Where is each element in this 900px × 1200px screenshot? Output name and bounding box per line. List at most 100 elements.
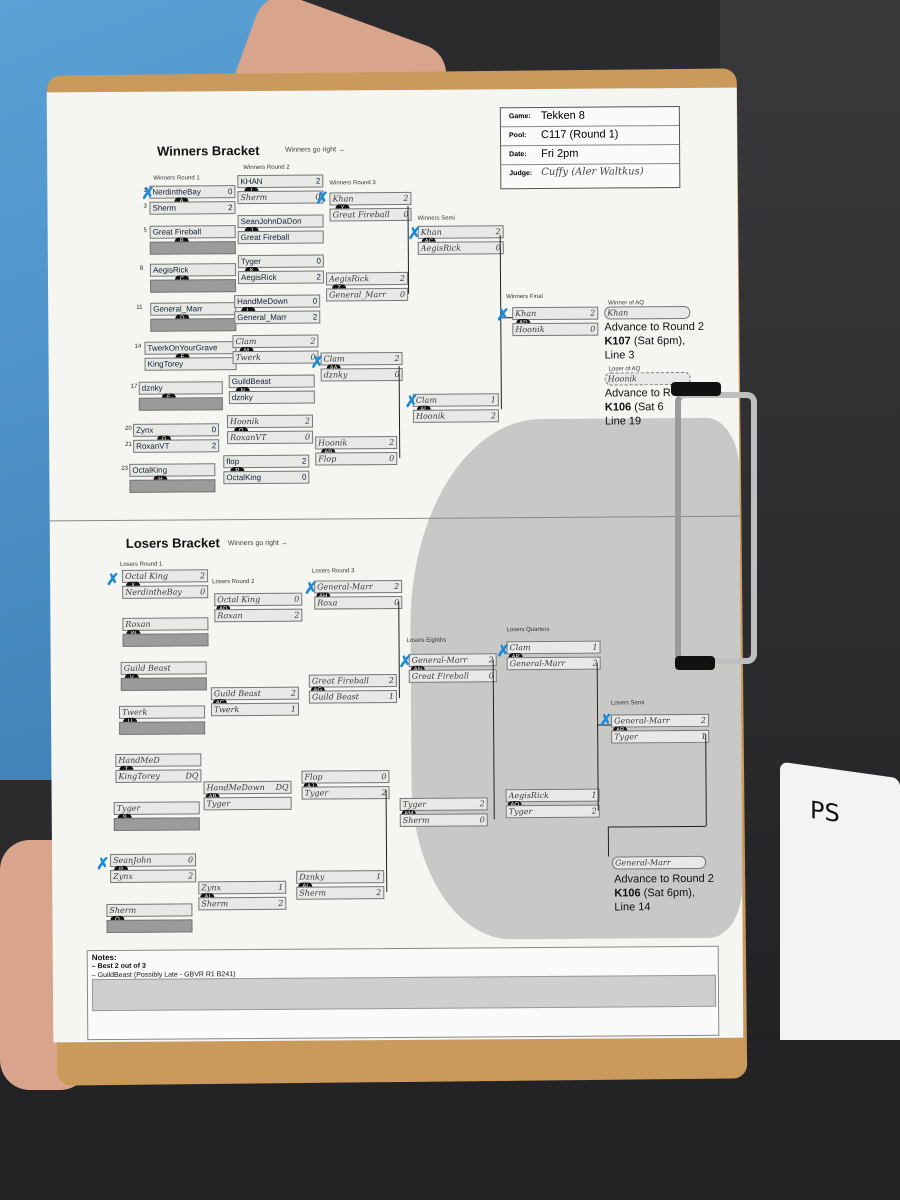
bye-slot xyxy=(122,633,209,647)
bye-slot xyxy=(149,241,236,255)
bye-slot xyxy=(150,318,237,332)
advance-slot[interactable]: Khan xyxy=(604,305,691,320)
bye-slot xyxy=(129,479,216,493)
advance-info-winner: Advance to Round 2 K107 (Sat 6pm), Line … xyxy=(604,320,705,362)
round-label: Losers Quarters xyxy=(506,626,550,634)
advance-info-losers: Advance to Round 2 K106 (Sat 6pm), Line … xyxy=(614,872,714,914)
round-label: Winners Final xyxy=(506,293,543,301)
bracket-sheet: Winners Bracket Winners go right → Game:… xyxy=(46,87,744,1043)
bracket-line xyxy=(607,826,610,857)
player-slot[interactable]: OctalKing xyxy=(129,463,216,477)
bye-slot xyxy=(150,279,237,293)
x-mark: ✗ xyxy=(304,580,318,598)
bye-slot xyxy=(138,397,223,411)
info-row-judge: Judge: Cuffy (Aler Waltkus) xyxy=(509,166,644,178)
round-label: Losers Round 1 xyxy=(119,561,163,568)
round-label: Winners Semi xyxy=(417,215,455,222)
player-slot[interactable]: dznky xyxy=(138,381,223,395)
round-label: Losers Round 3 xyxy=(312,568,355,575)
bracket-line xyxy=(385,790,388,893)
player-slot[interactable]: Great Fireball xyxy=(149,225,236,239)
notes-title: Notes: xyxy=(91,952,117,963)
bye-slot xyxy=(119,721,206,735)
round-label: Winners Round 3 xyxy=(329,180,376,187)
bye-slot xyxy=(120,677,207,691)
x-mark: ✗ xyxy=(141,185,155,203)
round-label: Winners Round 1 xyxy=(153,175,200,182)
notes-box: Notes: – Best 2 out of 3 – GuildBeast (P… xyxy=(86,945,720,1041)
winners-bracket-subtitle: Winners go right → xyxy=(285,146,346,154)
advance-info-loser: Advance to R K106 (Sat 6 Line 19 xyxy=(604,387,671,428)
date-value: Fri 2pm xyxy=(541,147,579,160)
x-mark: ✗ xyxy=(407,225,422,243)
x-mark: ✗ xyxy=(398,653,413,671)
player-slot[interactable]: TwerkOnYourGrave xyxy=(144,341,237,355)
player-slot[interactable]: Great Fireball xyxy=(237,230,324,245)
advance-slot[interactable]: General-Marr xyxy=(612,855,707,870)
player-slot[interactable]: General_Marr xyxy=(150,302,237,316)
x-mark: ✗ xyxy=(496,307,510,325)
player-slot[interactable]: AegisRick xyxy=(149,263,236,277)
playstation-logo-icon: PS xyxy=(810,795,840,828)
x-mark: ✗ xyxy=(310,354,325,372)
bye-slot xyxy=(113,817,200,831)
player-slot[interactable]: Tyger xyxy=(203,796,292,811)
player-slot[interactable]: KingTorey xyxy=(144,357,237,371)
game-value: Tekken 8 xyxy=(540,109,585,122)
x-mark: ✗ xyxy=(315,190,329,208)
event-info-box: Game: Tekken 8 Pool: C117 (Round 1) Date… xyxy=(499,106,681,190)
round-label: Losers Semi xyxy=(610,700,645,707)
pool-value: C117 (Round 1) xyxy=(540,128,619,141)
x-mark: ✗ xyxy=(106,571,120,590)
losers-bracket-title: Losers Bracket xyxy=(125,535,220,551)
notes-area[interactable] xyxy=(91,974,717,1012)
player-slot[interactable]: dznky xyxy=(228,390,315,405)
judge-value: Cuffy (Aler Waltkus) xyxy=(541,166,644,178)
